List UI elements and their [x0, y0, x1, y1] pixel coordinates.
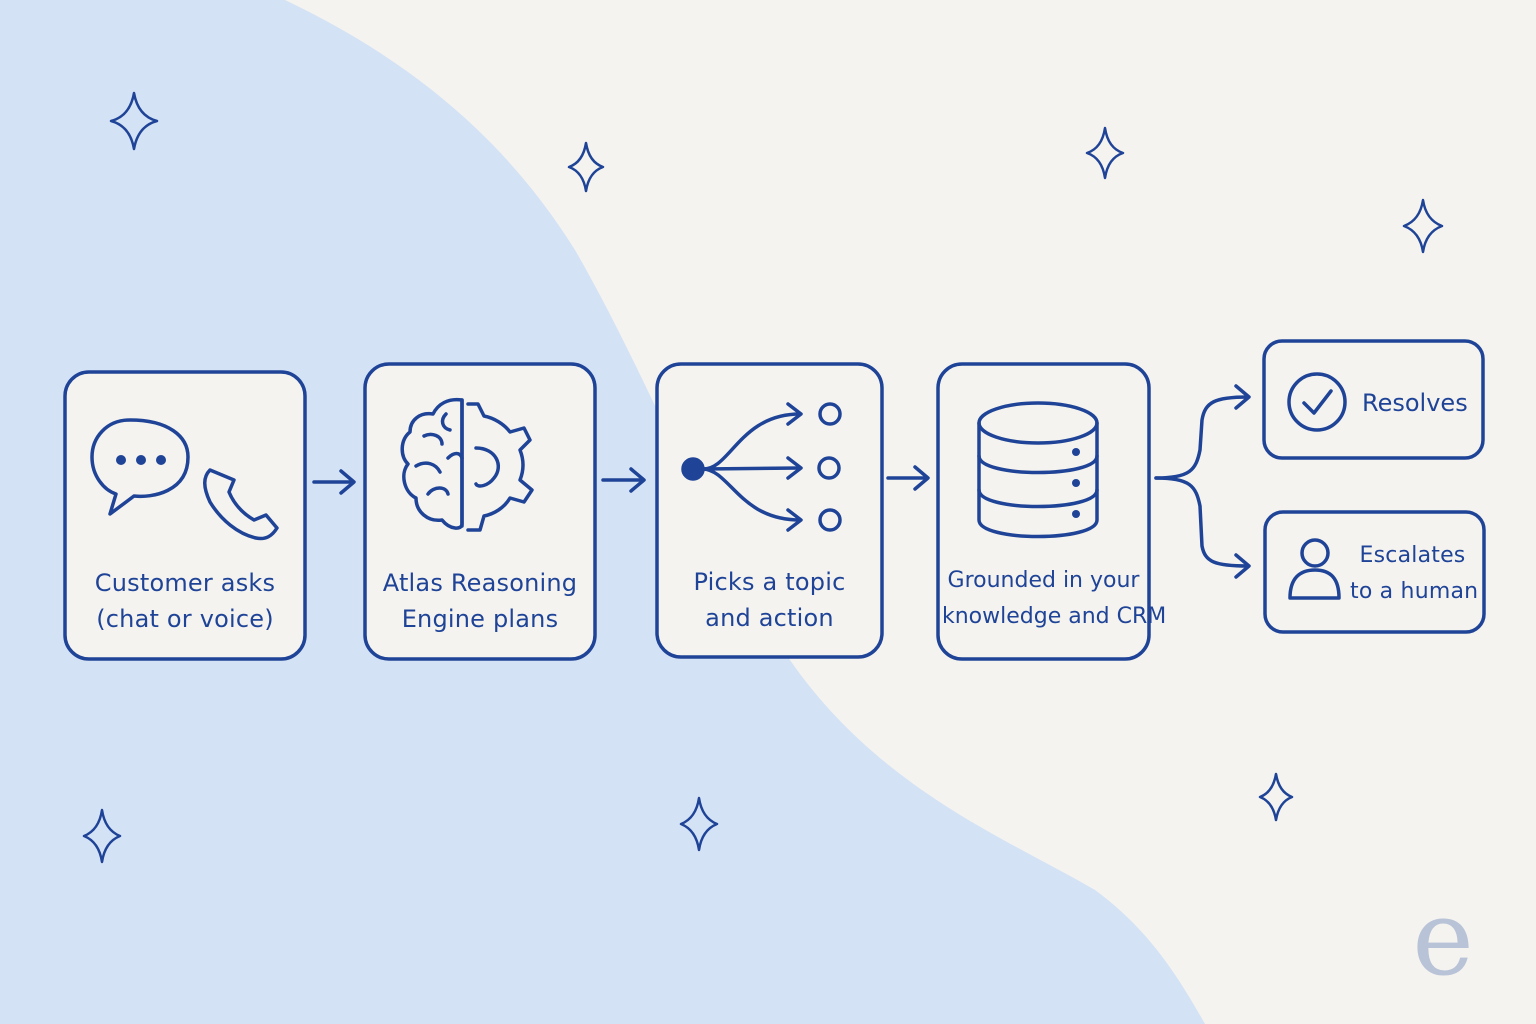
- step-label-grounded: Grounded in your knowledge and CRM: [942, 563, 1167, 635]
- step-box-customer-asks: [63, 370, 307, 661]
- person-icon: [1288, 538, 1341, 600]
- step-label-line: Customer asks: [94, 569, 276, 597]
- sparkle-icon: [109, 91, 159, 151]
- sparkle-icon: [567, 141, 605, 193]
- step-label-atlas-engine: Atlas Reasoning Engine plans: [370, 565, 590, 637]
- database-icon: [977, 401, 1099, 539]
- step-label-line: Engine plans: [401, 605, 559, 633]
- step-box-atlas-engine: [363, 362, 597, 661]
- sparkle-icon: [1085, 126, 1125, 180]
- outcome-label-resolves: Resolves: [1362, 389, 1468, 417]
- sparkle-icon: [679, 796, 719, 852]
- step-label-line: Grounded in your: [947, 568, 1140, 593]
- step-label-line: (chat or voice): [96, 605, 274, 633]
- outcome-label-line: to a human: [1350, 579, 1479, 604]
- step-label-line: Atlas Reasoning: [382, 569, 578, 597]
- step-label-line: knowledge and CRM: [942, 604, 1167, 629]
- speech-dots: [116, 455, 166, 465]
- sparkle-icon: [1258, 772, 1294, 822]
- sparkle-icon: [82, 808, 122, 864]
- step-label-line: Picks a topic: [693, 568, 846, 596]
- background-blob: [0, 0, 1205, 1024]
- sparkle-icon: [1402, 198, 1444, 254]
- database-lights: [1072, 448, 1080, 518]
- arrow-step3-to-step4: [886, 465, 930, 491]
- outcome-label-line: Escalates: [1359, 543, 1466, 568]
- step-box-topic-action: [655, 362, 884, 659]
- brain-gear-icon: [400, 397, 534, 532]
- arrow-step2-to-step3: [601, 467, 646, 493]
- branch-arrows: [1154, 384, 1251, 579]
- step-label-customer-asks: Customer asks (chat or voice): [70, 565, 300, 637]
- outcome-label-escalates: Escalates to a human: [1350, 538, 1479, 610]
- check-circle-icon: [1287, 372, 1347, 432]
- step-label-line: and action: [705, 604, 834, 632]
- arrow-step1-to-step2: [312, 469, 356, 495]
- branching-icon: [681, 402, 842, 532]
- brand-logo-mark: e: [1412, 877, 1474, 999]
- phone-icon: [203, 468, 279, 541]
- speech-bubble-icon: [90, 418, 190, 516]
- step-label-topic-action: Picks a topic and action: [662, 564, 877, 636]
